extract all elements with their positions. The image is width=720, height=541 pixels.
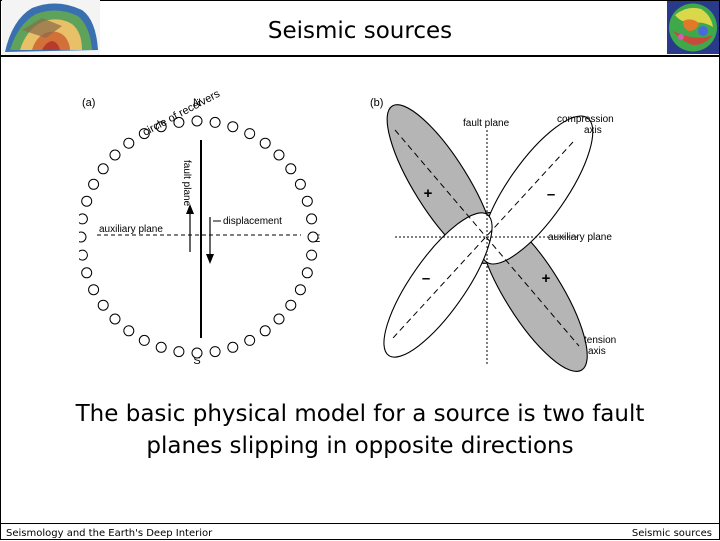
receiver-marker — [155, 121, 167, 133]
focal-mechanism-figure: (a) N S W E circle of receivers fault pl… — [79, 80, 620, 376]
plus-sign-upper-left: + — [424, 185, 433, 202]
receiver-marker — [123, 325, 135, 337]
receiver-marker — [209, 346, 221, 358]
receiver-marker — [109, 149, 121, 161]
fault-plane-label: fault plane — [181, 160, 192, 207]
plus-sign-lower-right: + — [542, 270, 551, 287]
receiver-marker — [173, 116, 185, 128]
caption-line-1: The basic physical model for a source is… — [75, 401, 645, 427]
receiver-marker — [273, 313, 285, 325]
earth-cutaway-icon — [2, 0, 100, 55]
minus-sign-lower-left: – — [422, 270, 430, 287]
receiver-marker — [259, 325, 271, 337]
slide-caption: The basic physical model for a source is… — [40, 398, 680, 462]
displacement-arrowhead-down — [206, 254, 214, 264]
panel-b-auxiliary-plane-label: auxiliary plane — [548, 232, 612, 243]
receiver-marker — [244, 128, 256, 140]
receiver-marker — [88, 178, 100, 190]
receiver-marker — [109, 313, 121, 325]
footer-course-title: Seismology and the Earth's Deep Interior — [6, 528, 213, 539]
south-label: S — [193, 355, 200, 367]
receiver-marker — [306, 249, 318, 261]
displacement-arrowhead-up — [186, 204, 194, 214]
receiver-marker — [294, 178, 306, 190]
receiver-marker — [81, 267, 93, 279]
receiver-marker — [285, 163, 297, 175]
globe-tomography-icon — [667, 1, 719, 54]
caption-line-2: planes slipping in opposite directions — [146, 433, 574, 459]
north-label: N — [193, 97, 201, 109]
receiver-marker — [294, 284, 306, 296]
panel-a-label: (a) — [82, 97, 95, 109]
page-title: Seismic sources — [267, 18, 453, 44]
auxiliary-plane-label: auxiliary plane — [99, 224, 163, 235]
tension-axis-label: axis — [588, 346, 606, 357]
slide-footer: Seismology and the Earth's Deep Interior… — [0, 523, 720, 541]
receiver-marker — [227, 341, 239, 353]
circle-of-receivers — [79, 115, 319, 359]
receiver-marker — [88, 284, 100, 296]
footer-slide-topic: Seismic sources — [631, 528, 712, 539]
receiver-marker — [123, 137, 135, 149]
minus-sign-upper-right: – — [547, 186, 555, 203]
receiver-marker — [191, 347, 203, 359]
compression-axis-line — [392, 141, 574, 339]
panel-b-fault-plane-label: fault plane — [463, 118, 510, 129]
receiver-marker — [301, 195, 313, 207]
receiver-marker — [191, 115, 203, 127]
receiver-marker — [273, 149, 285, 161]
receiver-marker — [97, 163, 109, 175]
receiver-marker — [244, 334, 256, 346]
receiver-marker — [307, 231, 319, 243]
receiver-marker — [259, 137, 271, 149]
receiver-marker — [138, 334, 150, 346]
slide-header: Seismic sources — [0, 0, 720, 57]
tension-label: tension — [584, 335, 616, 346]
receiver-marker — [79, 213, 88, 225]
compression-label: compression — [557, 114, 614, 125]
receiver-marker — [285, 299, 297, 311]
compression-axis-label: axis — [584, 125, 602, 136]
displacement-label: displacement — [223, 216, 282, 227]
receiver-marker — [301, 267, 313, 279]
receiver-marker — [227, 121, 239, 133]
receiver-marker — [138, 128, 150, 140]
receiver-marker — [209, 116, 221, 128]
receiver-marker — [79, 249, 88, 261]
panel-b: (b) + + – – fault plane compression axis… — [370, 97, 616, 372]
receiver-marker — [306, 213, 318, 225]
receiver-marker — [173, 346, 185, 358]
receiver-marker — [79, 231, 87, 243]
panel-b-label: (b) — [370, 97, 383, 109]
receiver-marker — [155, 341, 167, 353]
receiver-marker — [81, 195, 93, 207]
receiver-marker — [97, 299, 109, 311]
